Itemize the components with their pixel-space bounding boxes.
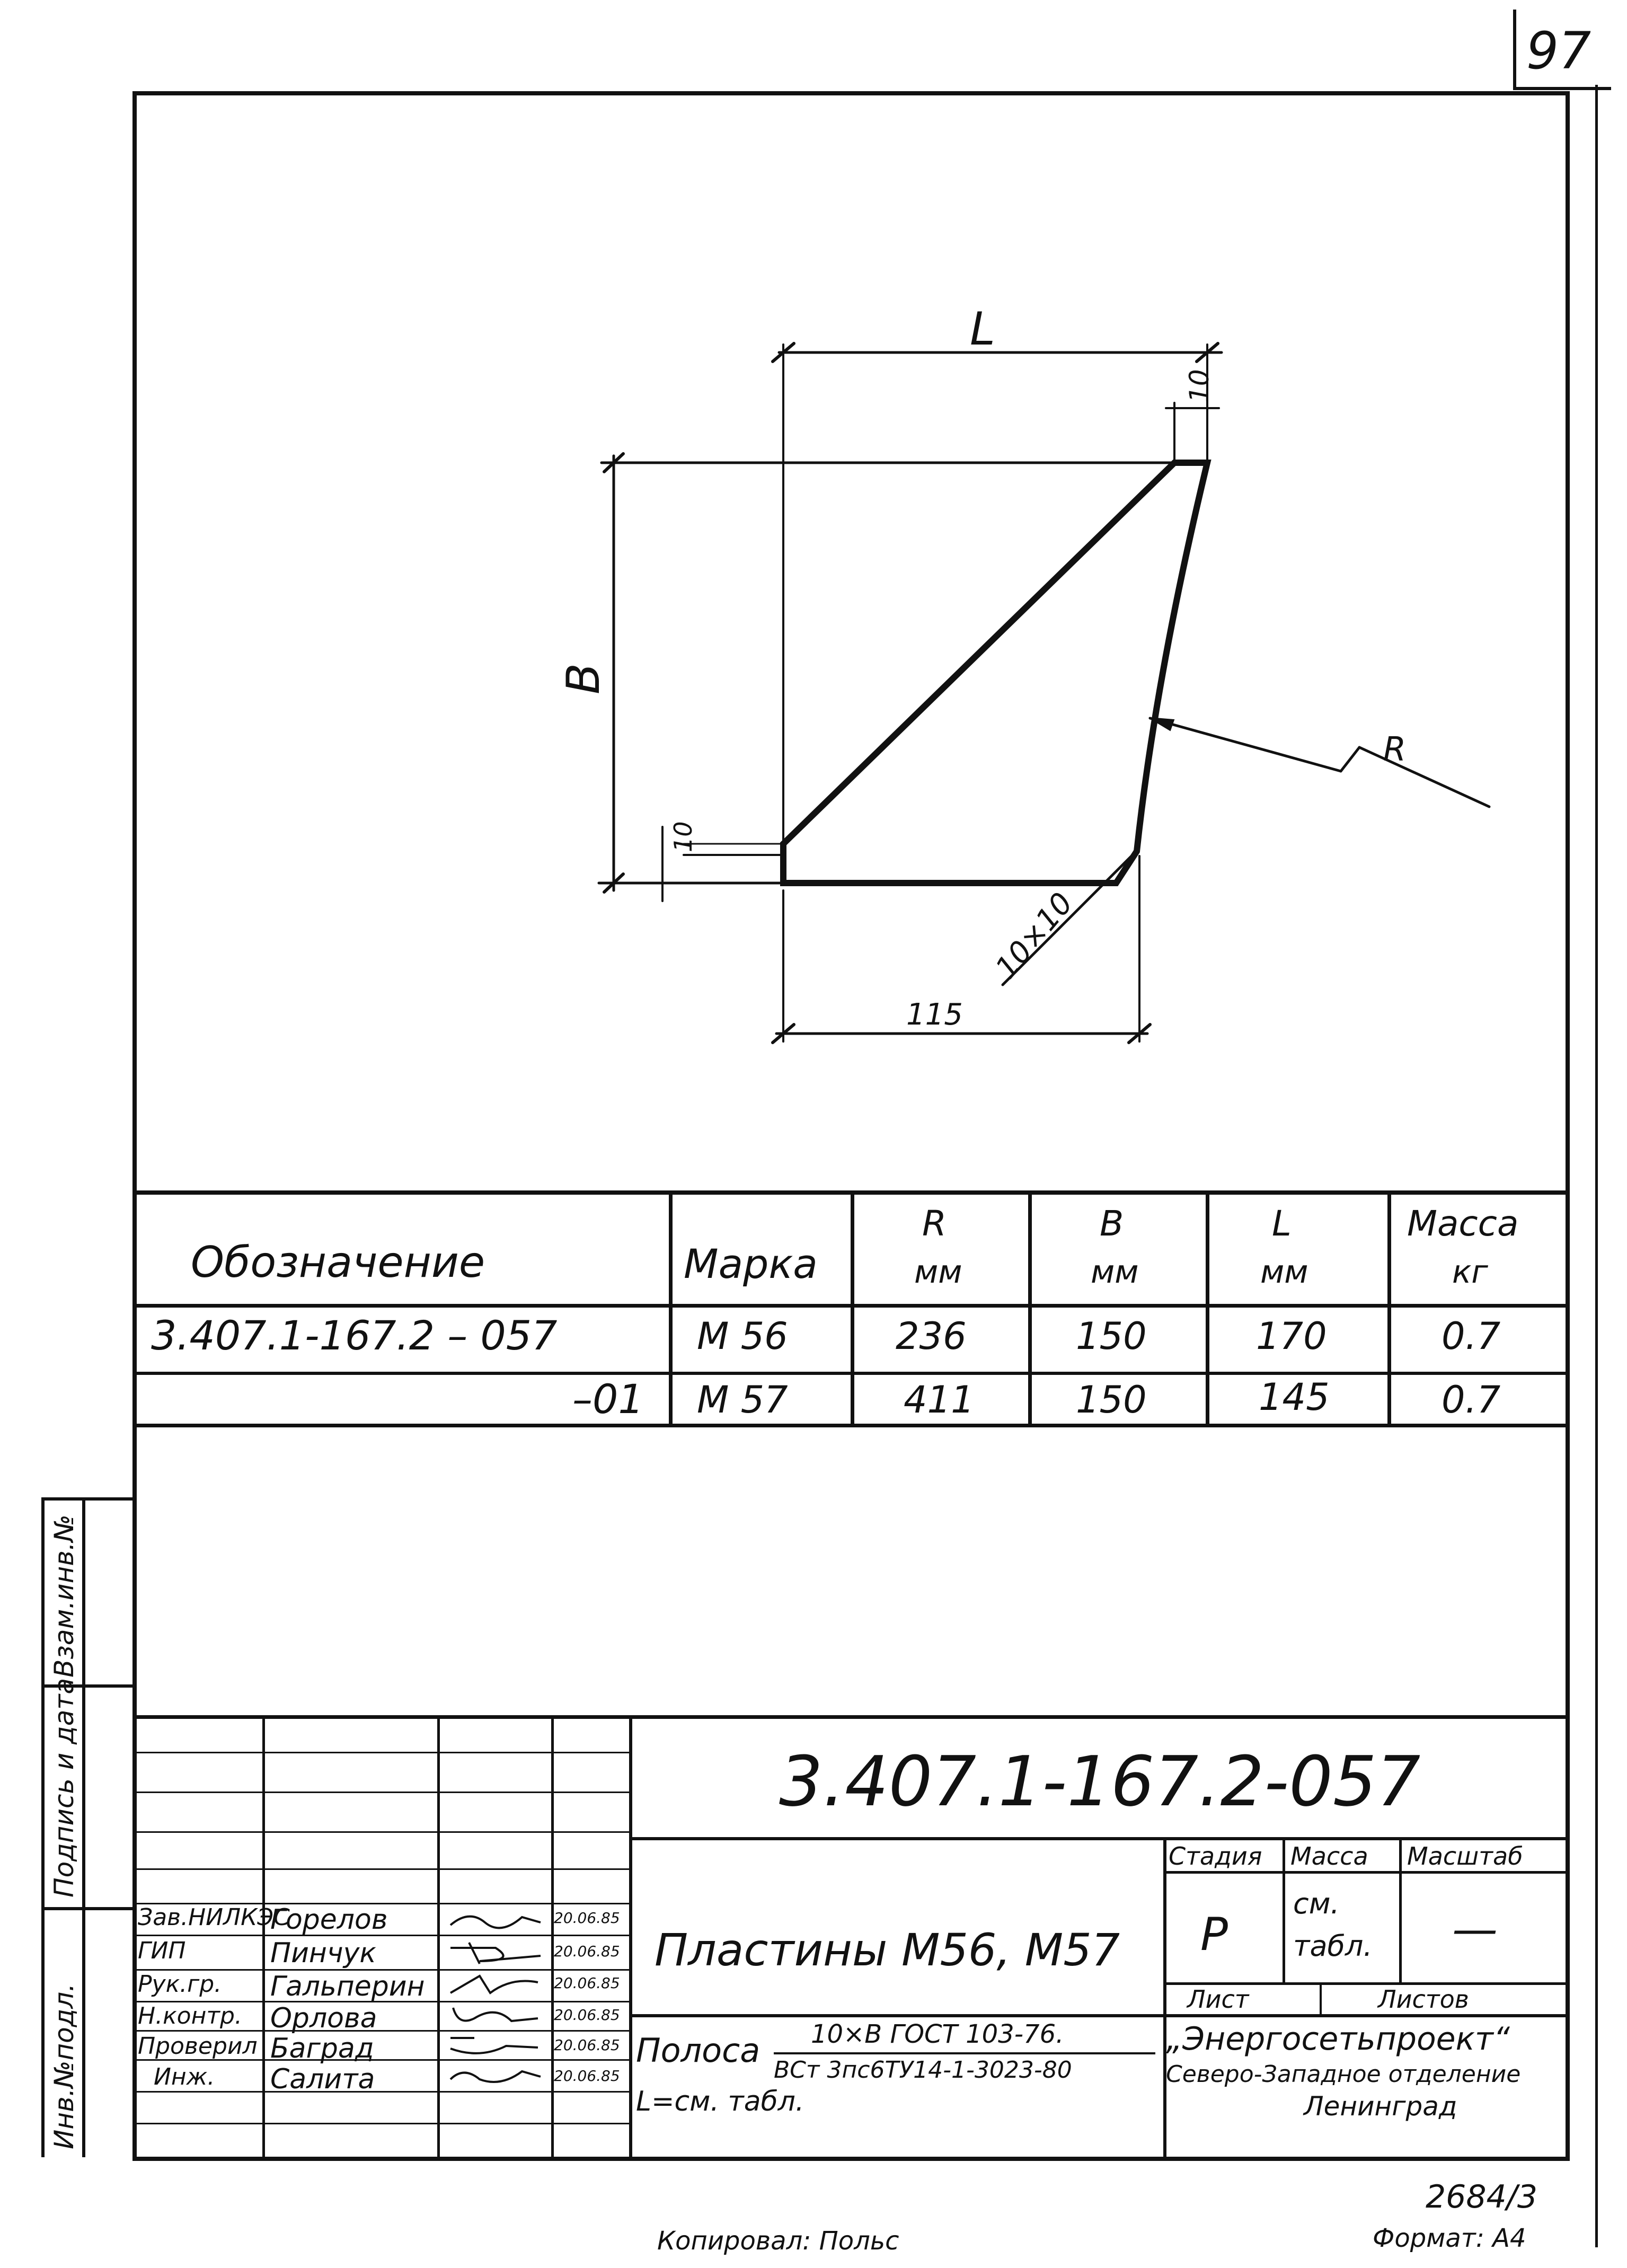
sheet-number: 97 (1526, 21, 1591, 81)
header-b: B (1100, 1203, 1124, 1244)
row-r: 411 (904, 1378, 975, 1422)
part-drawing: L 10 B 10 R 10×10 115 (557, 303, 1491, 1044)
signature-role: Инж. (154, 2063, 215, 2090)
dim-b-label: B (557, 663, 610, 694)
row-grade: М 56 (697, 1314, 788, 1358)
scale-value: — (1452, 1903, 1498, 1956)
signature-date: 20.06.85 (554, 1909, 620, 1927)
row-l: 145 (1259, 1375, 1330, 1419)
header-r-unit: мм (914, 1254, 962, 1291)
signature-name: Баград (270, 2033, 374, 2064)
organization-city: Ленинград (1304, 2091, 1457, 2122)
row-mass: 0.7 (1442, 1378, 1501, 1422)
row-l: 170 (1256, 1314, 1327, 1358)
dim-r-label: R (1383, 730, 1406, 769)
signature-role: Рук.гр. (138, 1971, 222, 1998)
format-label: Формат: А4 (1373, 2223, 1526, 2253)
row-b: 150 (1076, 1314, 1147, 1358)
signature-mark (450, 1942, 541, 1964)
header-grade: Марка (684, 1240, 818, 1287)
row-b: 150 (1076, 1378, 1147, 1422)
header-l-unit: мм (1260, 1254, 1308, 1291)
row-designation: –01 (572, 1375, 644, 1423)
header-r: R (922, 1203, 947, 1244)
header-mass-unit: кг (1452, 1254, 1488, 1291)
stage-label: Стадия (1169, 1842, 1262, 1870)
material-note: L=см. табл. (636, 2086, 804, 2117)
signature-date: 20.06.85 (554, 2036, 620, 2054)
material-bottom: ВСт 3пс6ТУ14-1-3023-80 (774, 2057, 1072, 2084)
scale-label: Масштаб (1407, 1842, 1523, 1870)
header-designation: Обозначение (191, 1238, 485, 1287)
row-mass: 0.7 (1442, 1314, 1501, 1358)
header-b-unit: мм (1091, 1254, 1139, 1291)
signature-name: Салита (270, 2063, 375, 2095)
signature-mark (449, 2070, 541, 2083)
signature-date: 20.06.85 (554, 1943, 620, 1960)
dim-chamfer-label: 10×10 (989, 886, 1080, 985)
dim-10-top-label: 10 (1184, 369, 1215, 403)
mass-value-line1: см. (1293, 1887, 1340, 1920)
signature-name: Горелов (270, 1904, 388, 1936)
stage-value: Р (1200, 1908, 1228, 1961)
mass-value-line2: табл. (1293, 1929, 1373, 1963)
material-label: Полоса (636, 2031, 761, 2070)
signature-name: Орлова (270, 2002, 377, 2034)
archive-number: 2684/3 (1426, 2178, 1538, 2216)
signature-date: 20.06.85 (554, 1974, 620, 1992)
document-title: Пластины М56, М57 (655, 1924, 1120, 1976)
side-inv-orig: Инв.№подл. (49, 1983, 79, 2149)
row-r: 236 (896, 1314, 967, 1358)
mass-label: Масса (1290, 1842, 1368, 1870)
sheets-label: Листов (1378, 1985, 1469, 2014)
dim-115-label: 115 (906, 998, 963, 1032)
row-grade: М 57 (697, 1378, 788, 1422)
material-top: 10×B ГОСТ 103-76. (811, 2019, 1064, 2049)
signature-date: 20.06.85 (554, 2067, 620, 2085)
signature-date: 20.06.85 (554, 2006, 620, 2024)
signature-role: Проверил (138, 2033, 258, 2060)
signature-mark (450, 2037, 538, 2054)
signature-role: Н.контр. (138, 2002, 242, 2029)
signature-name: Гальперин (270, 1971, 425, 2002)
signature-mark (449, 1974, 538, 1995)
row-designation: 3.407.1-167.2 – 057 (151, 1312, 558, 1359)
signature-mark (452, 2007, 538, 2023)
signature-mark (449, 1915, 541, 1929)
document-code: 3.407.1-167.2-057 (779, 1741, 1421, 1822)
sheet-label: Лист (1187, 1985, 1249, 2014)
side-replace-inv: Взам.инв.№ (49, 1514, 79, 1678)
signature-role: ГИП (138, 1937, 186, 1964)
organization-branch: Северо-Западное отделение (1166, 2061, 1521, 2088)
side-sign-date: Подпись и дата (49, 1678, 79, 1898)
copied-by: Копировал: Польс (657, 2226, 899, 2256)
signature-role: Зав.НИЛКЭС (138, 1904, 290, 1931)
dim-l-label: L (970, 303, 995, 356)
header-l: L (1272, 1203, 1292, 1244)
dim-10-left-label: 10 (669, 821, 697, 852)
header-mass: Масса (1407, 1203, 1519, 1244)
signature-name: Пинчук (270, 1937, 376, 1969)
organization-name: „Энергосетьпроект“ (1166, 2020, 1510, 2058)
